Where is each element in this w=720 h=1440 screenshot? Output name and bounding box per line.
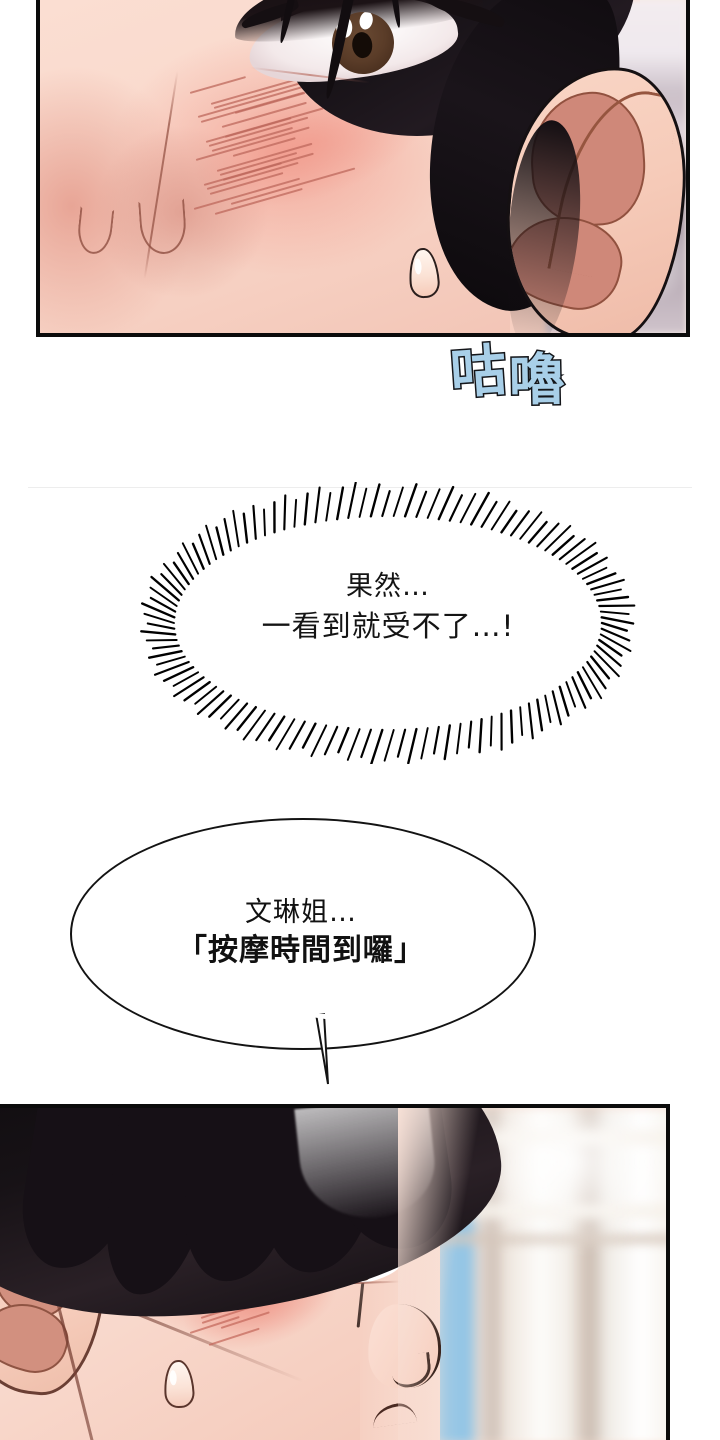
eye-highlight-small xyxy=(357,10,375,31)
bubble-1-text: 果然… 一看到就受不了…! xyxy=(118,568,658,648)
sfx-char-1: 咕 xyxy=(447,337,512,409)
pupil xyxy=(350,31,374,60)
bubble-1-line-2: 一看到就受不了…! xyxy=(261,609,515,644)
thought-bubble-spiky: 果然… 一看到就受不了…! xyxy=(118,482,658,764)
sfx-char-2: 嚕 xyxy=(507,346,569,415)
gulp-sound-effect: 咕嚕 xyxy=(447,321,569,415)
man-profile-edge-blend xyxy=(398,1108,538,1440)
bubble-2-text: 文琳姐… 「按摩時間到囉」 xyxy=(70,894,532,972)
bubble-2-tail xyxy=(279,1008,337,1085)
panel-top-artwork xyxy=(40,0,686,333)
page-divider xyxy=(28,487,692,488)
eye xyxy=(226,0,507,98)
bubble-2-line-1: 文琳姐… xyxy=(245,897,357,928)
speech-bubble-oval: 文琳姐… 「按摩時間到囉」 xyxy=(70,818,536,1100)
bubble-1-body xyxy=(174,516,602,730)
panel-bottom-artwork xyxy=(0,1108,666,1440)
panel-top-closeup-face xyxy=(36,0,690,337)
bubble-2-line-2: 「按摩時間到囉」 xyxy=(177,933,425,969)
panel-bottom-man-profile xyxy=(0,1104,670,1440)
bubble-1-spike-ring xyxy=(140,482,636,764)
bubble-1-line-1: 果然… xyxy=(346,571,430,602)
